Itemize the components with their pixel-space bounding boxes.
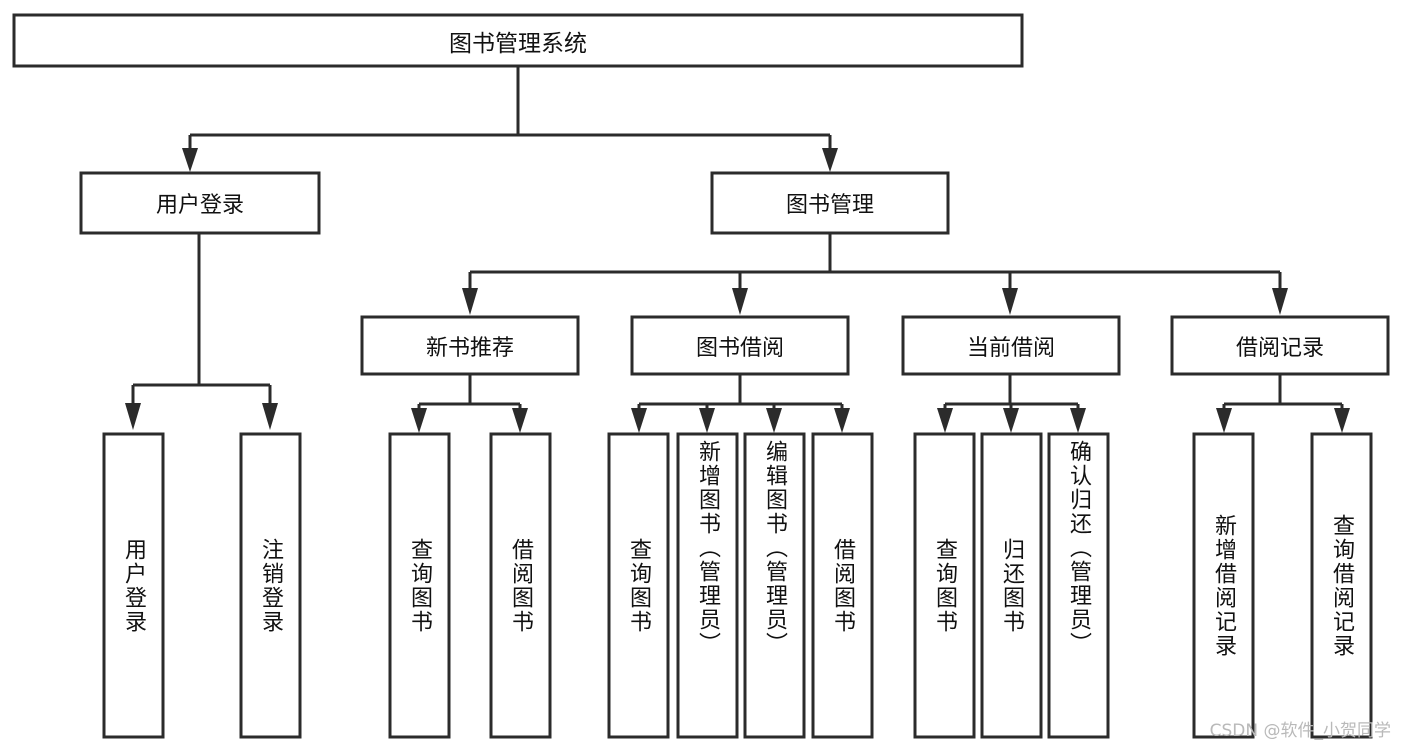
arrow-head-br-leaf-2 xyxy=(1334,408,1350,433)
arrow-head-bb-leaf-2 xyxy=(699,408,715,433)
node-borrow-record[interactable] xyxy=(1170,315,1390,376)
node-book-borrow[interactable] xyxy=(630,315,850,376)
arrow-head-br-leaf-1 xyxy=(1216,408,1232,433)
connector-current-borrow-to-leaves xyxy=(937,374,1086,433)
arrow-head-new-book xyxy=(462,288,478,315)
arrow-head-leaf-logout xyxy=(262,403,278,430)
connector-book-mgmt-to-level2 xyxy=(462,233,1288,315)
arrow-head-leaf-user-login xyxy=(125,403,141,430)
arrow-head-nb-leaf-1 xyxy=(411,408,427,433)
arrow-head-book-mgmt xyxy=(822,148,838,172)
connector-new-book-to-leaves xyxy=(411,374,528,433)
leaf-bb-borrow-book[interactable] xyxy=(811,432,874,739)
connector-book-borrow-to-leaves xyxy=(631,374,850,433)
leaf-logout[interactable] xyxy=(239,432,302,739)
leaf-cb-return-book[interactable] xyxy=(980,432,1043,739)
arrow-head-current-borrow xyxy=(1002,288,1018,315)
arrow-head-cb-leaf-1 xyxy=(937,408,953,433)
arrow-head-cb-leaf-3 xyxy=(1070,408,1086,433)
leaf-user-login[interactable] xyxy=(102,432,165,739)
arrow-head-bb-leaf-3 xyxy=(766,408,782,433)
arrow-head-bb-leaf-1 xyxy=(631,408,647,433)
node-new-book-recommend[interactable] xyxy=(360,315,580,376)
leaf-nb-query-book[interactable] xyxy=(388,432,451,739)
leaf-bb-query-book[interactable] xyxy=(607,432,670,739)
arrow-head-bb-leaf-4 xyxy=(834,408,850,433)
node-current-borrow[interactable] xyxy=(901,315,1121,376)
arrow-head-nb-leaf-2 xyxy=(512,408,528,433)
connector-root-to-level1 xyxy=(182,66,838,172)
leaf-bb-add-book[interactable] xyxy=(676,432,739,739)
leaf-nb-borrow-book[interactable] xyxy=(489,432,552,739)
leaf-br-add-record[interactable] xyxy=(1192,432,1255,739)
connector-user-login-to-leaves xyxy=(125,233,278,430)
arrow-head-user-login xyxy=(182,148,198,172)
arrow-head-borrow-record xyxy=(1272,288,1288,315)
leaf-cb-confirm-return[interactable] xyxy=(1047,432,1110,739)
leaf-cb-query-book[interactable] xyxy=(913,432,976,739)
connector-borrow-record-to-leaves xyxy=(1216,374,1350,433)
node-root[interactable] xyxy=(12,13,1024,68)
leaf-br-query-record[interactable] xyxy=(1310,432,1373,739)
node-user-login[interactable] xyxy=(79,171,321,235)
arrow-head-book-borrow xyxy=(732,288,748,315)
node-book-management[interactable] xyxy=(710,171,950,235)
arrow-head-cb-leaf-2 xyxy=(1003,408,1019,433)
leaf-bb-edit-book[interactable] xyxy=(743,432,806,739)
